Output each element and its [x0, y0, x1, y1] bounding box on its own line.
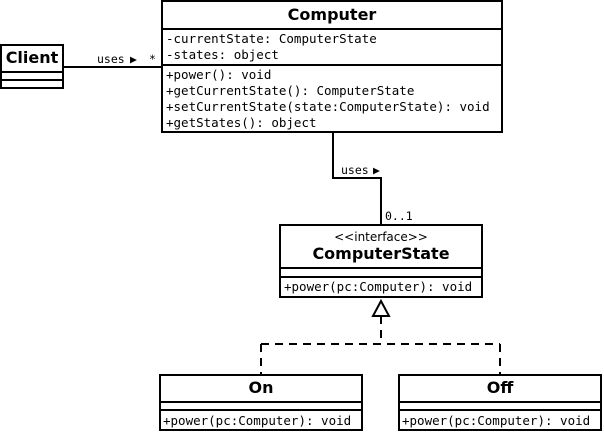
association-computer-state: uses ▶ 0..1 [332, 132, 413, 225]
class-off: Off +power(pc:Computer): void [398, 374, 602, 431]
association-computer-state-line [332, 132, 382, 225]
association-computer-state-arrow-icon: ▶ [373, 163, 380, 177]
class-computer-method: +power(): void [166, 67, 271, 82]
association-client-computer-arrow-icon: ▶ [130, 52, 137, 66]
class-on: On +power(pc:Computer): void [159, 374, 363, 431]
association-computer-state-label: uses [341, 163, 369, 177]
class-on-method: +power(pc:Computer): void [163, 413, 351, 428]
realization-lines [260, 298, 501, 375]
class-computer-name: Computer [288, 5, 377, 24]
association-client-computer-label: uses [97, 52, 125, 66]
class-computer-state-box [279, 224, 483, 298]
class-computer-attribute: -currentState: ComputerState [166, 31, 377, 46]
class-on-name: On [249, 378, 274, 397]
class-computer-box [161, 0, 503, 133]
class-client: Client [0, 44, 64, 89]
class-computer-attribute: -states: object [166, 47, 279, 62]
class-computer-state-stereotype: <<interface>> [334, 230, 428, 244]
realization-triangle-icon [371, 298, 391, 317]
association-client-computer: uses ▶ * [63, 52, 162, 68]
association-client-computer-multiplicity: * [149, 52, 156, 66]
class-off-name: Off [487, 378, 515, 397]
class-client-name: Client [6, 48, 59, 67]
class-computer-method: +getCurrentState(): ComputerState [166, 83, 414, 98]
class-computer-state: <<interface>> ComputerState +power(pc:Co… [279, 224, 483, 298]
class-computer-state-method: +power(pc:Computer): void [284, 279, 472, 294]
association-computer-state-multiplicity: 0..1 [385, 209, 413, 223]
class-computer-method: +getStates(): object [166, 115, 317, 130]
class-off-method: +power(pc:Computer): void [402, 413, 590, 428]
class-computer-method: +setCurrentState(state:ComputerState): v… [166, 99, 490, 114]
class-computer: Computer -currentState: ComputerState -s… [161, 0, 503, 133]
class-computer-state-name: ComputerState [312, 244, 449, 263]
